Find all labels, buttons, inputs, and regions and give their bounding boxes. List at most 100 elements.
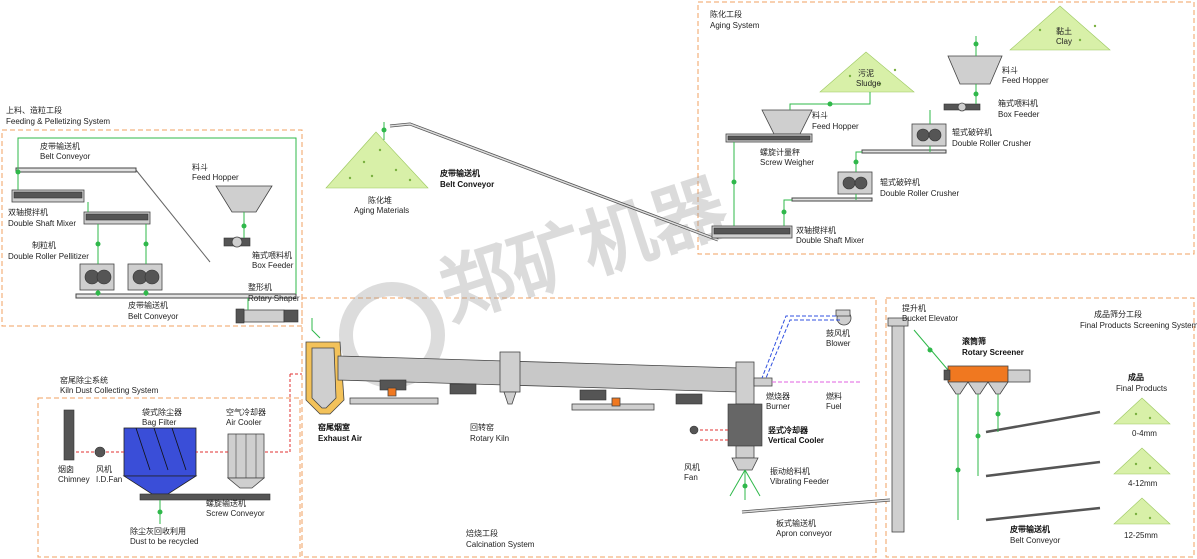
label-fuel-cn: 燃料 [826, 391, 842, 401]
label-box-feeder-1-en: Box Feeder [252, 261, 294, 270]
sludge-pile [819, 51, 915, 93]
rotary-kiln [337, 351, 741, 411]
label-pellitizer-en: Double Roller Pellitizer [8, 252, 89, 261]
label-crusher-1-en: Double Roller Crusher [952, 139, 1031, 148]
double-roller-crusher-1 [911, 123, 947, 147]
label-burner-cn: 燃烧器 [766, 391, 790, 401]
section-dust-cn: 窑尾除尘系统 [60, 375, 108, 385]
screw-conveyor [139, 493, 271, 501]
feed-hopper-1 [215, 185, 273, 213]
label-belt-conveyor-1-cn: 皮带输送机 [40, 141, 80, 151]
label-fan-en: Fan [684, 473, 698, 482]
crusher-1-conveyor [861, 149, 947, 154]
section-screening-cn: 成品筛分工段 [1094, 309, 1142, 319]
label-rotary-screener-en: Rotary Screener [962, 348, 1024, 357]
label-air-cooler-en: Air Cooler [226, 418, 262, 427]
label-feed-hopper-3-en: Feed Hopper [1002, 76, 1049, 85]
screw-weigher [725, 133, 813, 143]
label-screw-conveyor-en: Screw Conveyor [206, 509, 265, 518]
label-bucket-elevator-cn: 提升机 [902, 303, 926, 313]
label-bag-filter-en: Bag Filter [142, 418, 177, 427]
label-crusher-2-en: Double Roller Crusher [880, 189, 959, 198]
label-box-feeder-2-en: Box Feeder [998, 110, 1040, 119]
bucket-elevator [887, 317, 909, 533]
section-aging-cn: 陈化工段 [710, 9, 742, 19]
label-belt-conveyor-1-en: Belt Conveyor [40, 152, 91, 161]
double-shaft-mixer-2 [711, 225, 793, 239]
label-rotary-kiln-cn: 回转窑 [470, 422, 494, 432]
label-belt-conveyor-3-en: Belt Conveyor [1010, 536, 1061, 545]
label-box-feeder-1-cn: 箱式喂料机 [252, 250, 292, 260]
label-vertical-cooler-en: Vertical Cooler [768, 436, 824, 445]
label-vibrating-feeder-cn: 振动给料机 [770, 466, 810, 476]
label-vibrating-feeder-en: Vibrating Feeder [770, 477, 829, 486]
blower [835, 309, 852, 326]
zone-screening [885, 297, 1195, 558]
double-shaft-mixer-1 [11, 189, 151, 225]
section-feeding-en: Feeding & Pelletizing System [6, 117, 110, 126]
label-pellitizer-cn: 制粒机 [32, 240, 56, 250]
zone-dust [37, 397, 301, 558]
label-rotary-shaper-en: Rotary Shaper [248, 294, 300, 303]
label-rotary-shaper-cn: 整形机 [248, 282, 272, 292]
label-aging-materials-en: Aging Materials [354, 206, 409, 215]
label-crusher-2-cn: 辊式破碎机 [880, 177, 920, 187]
product-pile-12-25 [1113, 497, 1171, 525]
feed-hopper-2 [761, 109, 813, 135]
label-clay-cn: 黏土 [1056, 26, 1072, 36]
label-exhaust-air-cn: 窑尾烟室 [318, 422, 350, 432]
label-burner-en: Burner [766, 402, 790, 411]
pellitizer [79, 263, 163, 291]
product-size-0: 0-4mm [1132, 429, 1157, 438]
label-belt-conveyor-main-cn: 皮带输送机 [439, 168, 480, 178]
belt-conveyor-1 [15, 167, 211, 263]
label-apron-conveyor-en: Apron conveyor [776, 529, 832, 538]
box-feeder-2 [943, 102, 981, 112]
id-fan [94, 446, 106, 458]
flow-lines-feeding [15, 137, 297, 310]
flow-lines-aging [731, 36, 979, 226]
label-id-fan-en: I.D.Fan [96, 475, 122, 484]
crusher-2-conveyor [791, 197, 873, 202]
label-final-products-en: Final Products [1116, 384, 1167, 393]
product-pile-4-12 [1113, 447, 1171, 475]
label-vertical-cooler-cn: 竖式冷却器 [768, 425, 809, 435]
product-pile-0-4 [1113, 397, 1171, 425]
label-belt-conveyor-3-cn: 皮带输送机 [1009, 524, 1050, 534]
label-box-feeder-2-cn: 箱式喂料机 [998, 98, 1038, 108]
blower-air-line [761, 315, 836, 379]
apron-conveyor [741, 498, 891, 514]
box-feeder-1 [223, 236, 251, 248]
section-calcination-cn: 焙烧工段 [466, 528, 498, 538]
product-size-1: 4-12mm [1128, 479, 1158, 488]
kiln-feed-line [311, 318, 321, 339]
label-rotary-kiln-en: Rotary Kiln [470, 434, 509, 443]
label-feed-hopper-1-cn: 料斗 [192, 162, 208, 172]
label-sludge-en: Sludge [856, 79, 881, 88]
label-air-cooler-cn: 空气冷却器 [226, 407, 266, 417]
aging-materials-pile [325, 131, 429, 189]
vertical-cooler [727, 403, 763, 471]
feed-hopper-3 [947, 55, 1003, 85]
label-clay-en: Clay [1056, 37, 1072, 46]
label-exhaust-air-en: Exhaust Air [318, 434, 362, 443]
label-screw-weigher-cn: 螺旋计量秤 [760, 147, 800, 157]
rotary-screener [943, 365, 1031, 395]
label-chimney-en: Chimney [58, 475, 90, 484]
belt-conveyor-main [389, 122, 719, 242]
label-dust-recycled-en: Dust to be recycled [130, 537, 198, 546]
section-screening-en: Final Products Screening System [1080, 321, 1197, 330]
section-dust-en: Kiln Dust Collecting System [60, 386, 159, 395]
label-mixer-1-cn: 双轴搅拌机 [8, 207, 48, 217]
label-blower-cn: 鼓风机 [826, 328, 850, 338]
label-feed-hopper-3-cn: 料斗 [1002, 65, 1018, 75]
exhaust-air-chamber [305, 341, 345, 415]
label-mixer-2-cn: 双轴搅拌机 [796, 225, 836, 235]
label-feed-hopper-1-en: Feed Hopper [192, 173, 239, 182]
zone-aging [697, 1, 1195, 255]
label-final-products-cn: 成品 [1128, 372, 1144, 382]
label-screw-weigher-en: Screw Weigher [760, 158, 814, 167]
label-blower-en: Blower [826, 339, 851, 348]
label-screw-conveyor-cn: 螺旋输送机 [206, 498, 246, 508]
